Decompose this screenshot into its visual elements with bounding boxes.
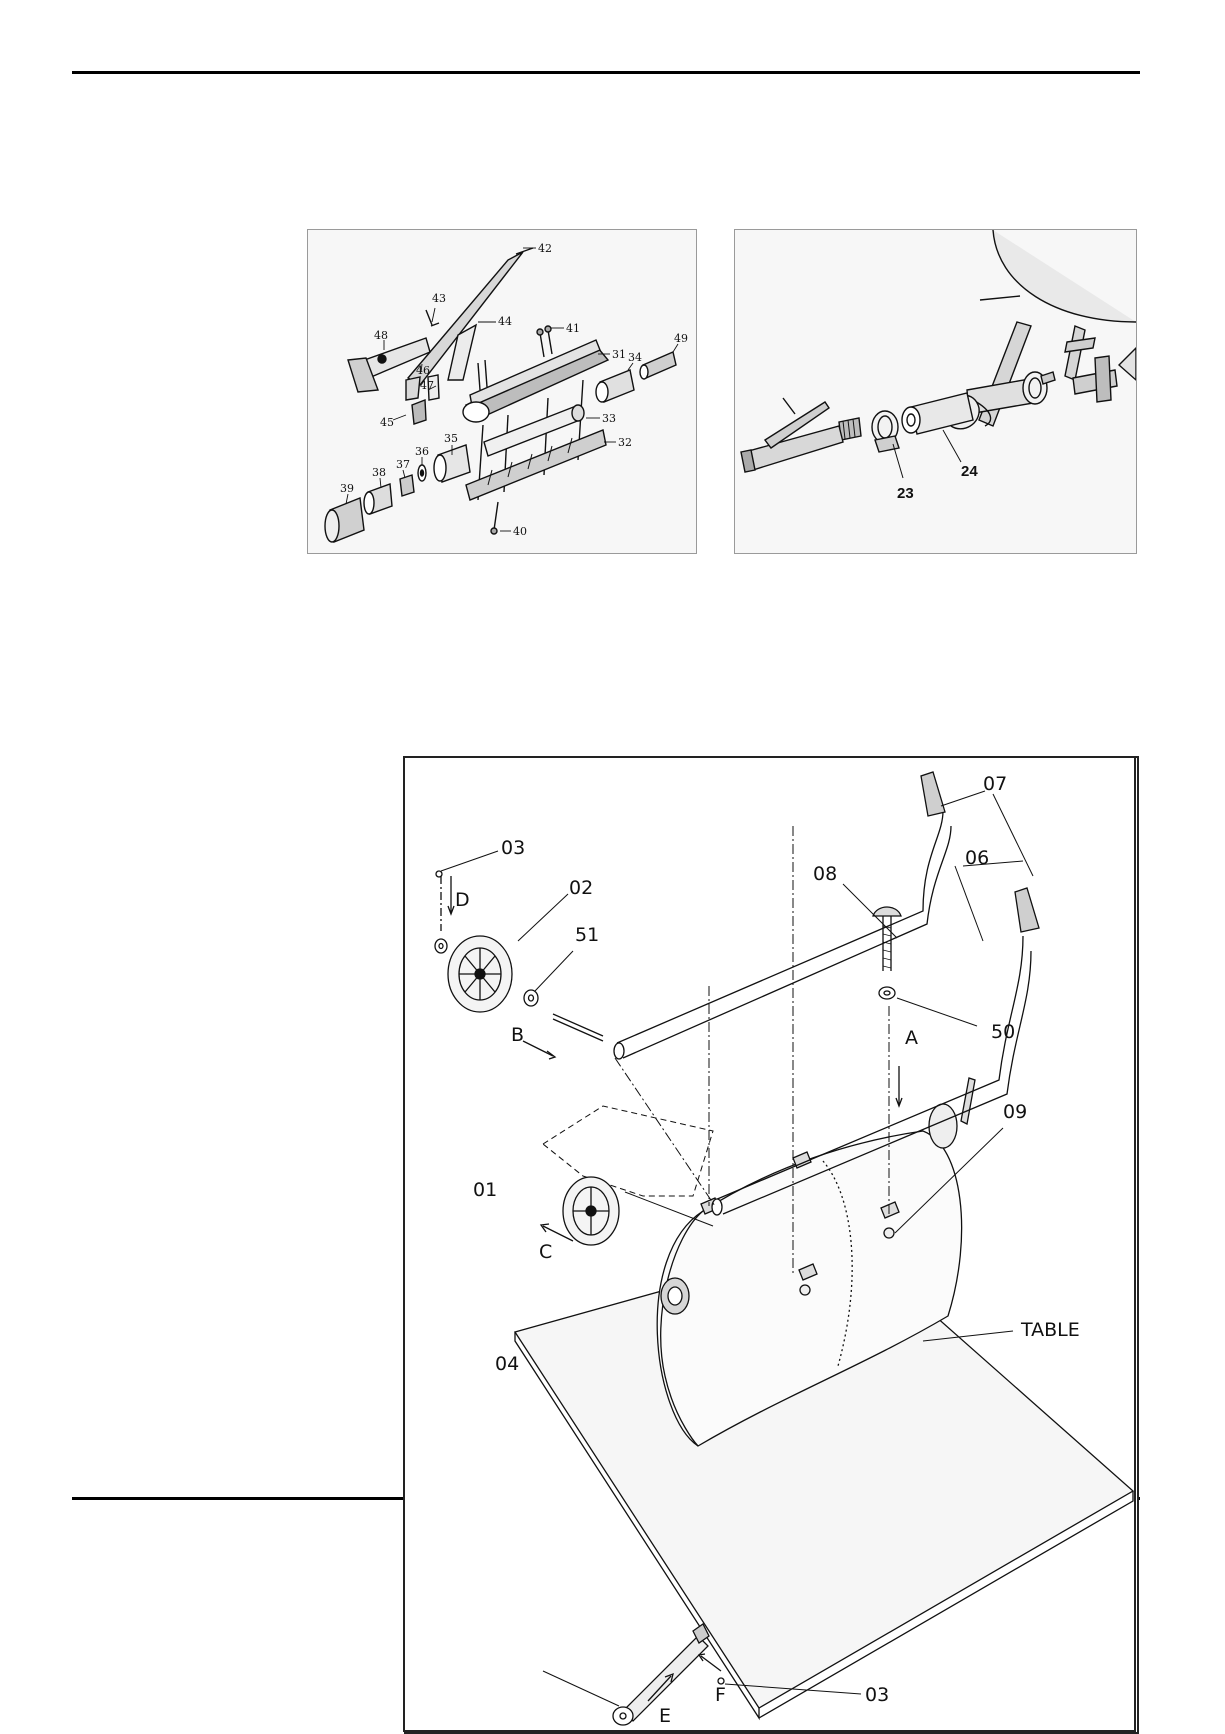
- arrow-label-e: E: [659, 1705, 671, 1727]
- part-label-51: 51: [575, 924, 599, 946]
- part-label-09: 09: [1003, 1101, 1027, 1123]
- part-label-34: 34: [628, 351, 642, 364]
- part-label-06: 06: [965, 847, 989, 869]
- part-label-32: 32: [618, 436, 632, 449]
- part-label-38: 38: [372, 466, 386, 479]
- tank-assembly-drawing: 03 D 02 51 B 07 06 08 50 A 09 C 01 TABLE…: [403, 756, 1136, 1732]
- arrow-label-d: D: [455, 889, 470, 911]
- part-label-49: 49: [674, 332, 688, 345]
- arrow-label-c: C: [539, 1241, 552, 1263]
- part-label-39: 39: [340, 482, 354, 495]
- part-label-01: 01: [473, 1179, 497, 1201]
- part-label-44: 44: [498, 315, 512, 328]
- part-label-37: 37: [396, 458, 410, 471]
- part-label-40: 40: [513, 525, 527, 538]
- part-label-48: 48: [374, 329, 388, 342]
- part-label-24: 24: [961, 463, 978, 480]
- arrow-label-a: A: [905, 1027, 918, 1049]
- part-label-04: 04: [495, 1353, 519, 1375]
- part-label-31: 31: [612, 348, 626, 361]
- pump-handle-drawing: 42 43 44 41 31 34 49 48 46 47 45 33 35 3…: [308, 230, 696, 553]
- part-label-43: 43: [432, 292, 446, 305]
- figure-air-hose-connection: 23 24: [734, 229, 1137, 554]
- part-label-50: 50: [991, 1021, 1015, 1043]
- arrow-label-f: F: [715, 1684, 726, 1706]
- part-label-23: 23: [897, 485, 914, 502]
- part-label-02: 02: [569, 877, 593, 899]
- part-label-46: 46: [416, 364, 430, 377]
- part-label-47: 47: [420, 379, 434, 392]
- figure-pump-handle-exploded: 42 43 44 41 31 34 49 48 46 47 45 33 35 3…: [307, 229, 697, 554]
- part-label-35: 35: [444, 432, 458, 445]
- top-rule: [72, 71, 1140, 74]
- part-label-07: 07: [983, 773, 1007, 795]
- arrow-label-b: B: [511, 1024, 524, 1046]
- air-hose-drawing: 23 24: [735, 230, 1136, 553]
- part-label-33: 33: [602, 412, 616, 425]
- part-label-03-top: 03: [501, 837, 525, 859]
- part-label-42: 42: [538, 242, 552, 255]
- part-label-45: 45: [380, 416, 394, 429]
- part-label-36: 36: [415, 445, 429, 458]
- table-label: TABLE: [1020, 1319, 1080, 1341]
- part-label-08: 08: [813, 863, 837, 885]
- part-label-41: 41: [566, 322, 580, 335]
- part-label-03-bottom: 03: [865, 1684, 889, 1706]
